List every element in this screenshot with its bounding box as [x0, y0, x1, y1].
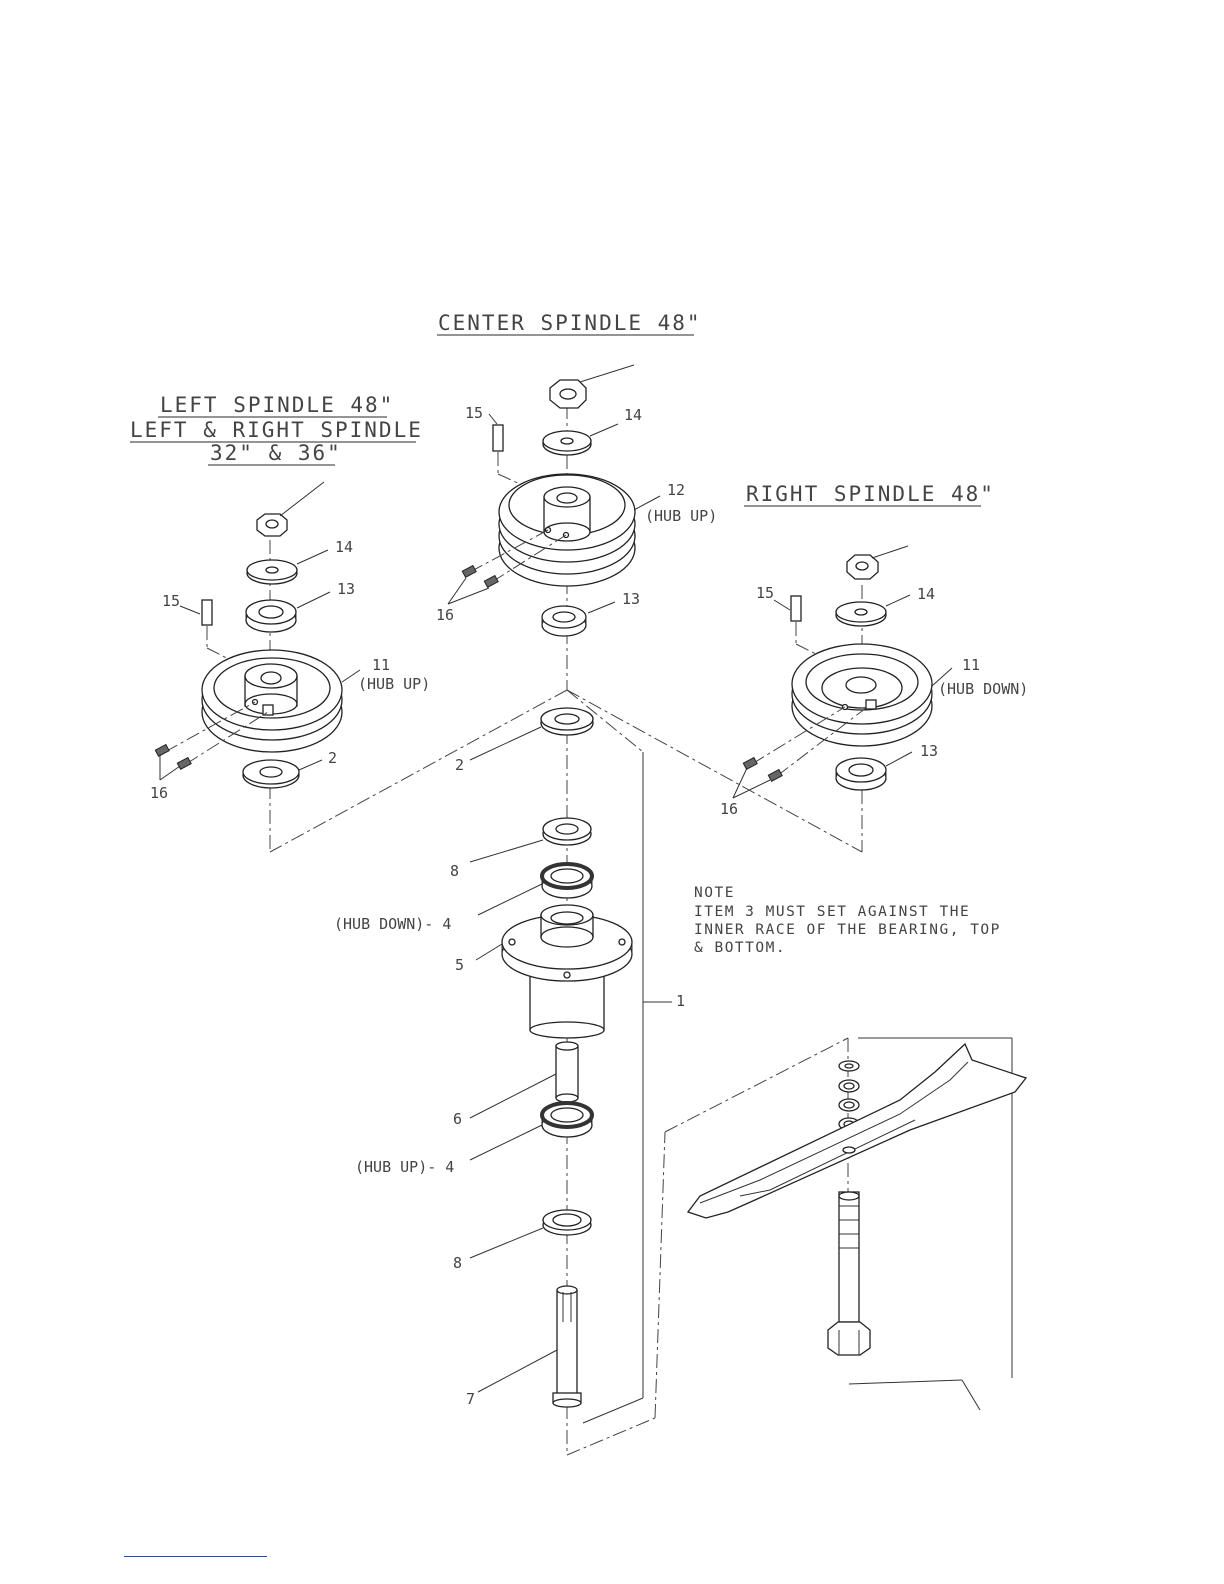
- shaft-icon: [553, 1286, 581, 1407]
- spacer-icon: [543, 818, 591, 845]
- callout-16: 16: [720, 800, 738, 818]
- housing-icon: [502, 905, 632, 1038]
- spacer-icon: [246, 600, 296, 632]
- left-spindle-title-1: LEFT SPINDLE 48": [160, 393, 394, 417]
- callout-8: 8: [453, 1254, 462, 1272]
- pulley-icon: [499, 474, 635, 586]
- callout-16: 16: [150, 784, 168, 802]
- right-spindle-title: RIGHT SPINDLE 48": [746, 482, 995, 506]
- callout-15: 15: [465, 404, 483, 422]
- washer-icon: [839, 1061, 859, 1130]
- callout-14: 14: [917, 585, 935, 603]
- center-spindle-title: CENTER SPINDLE 48": [438, 311, 702, 335]
- callout-11: 11: [962, 656, 980, 674]
- callout-2: 2: [328, 749, 337, 767]
- washer-icon: [247, 560, 297, 584]
- callout-11-hub: (HUB DOWN): [938, 680, 1028, 698]
- callout-6: 6: [453, 1110, 462, 1128]
- left-spindle-title-2: LEFT & RIGHT SPINDLE: [130, 418, 423, 442]
- nut-icon: [847, 555, 878, 579]
- left-spindle-title-3: 32" & 36": [210, 441, 342, 465]
- spacer-tube-icon: [556, 1042, 578, 1102]
- callout-2: 2: [455, 756, 464, 774]
- center-spindle-lower-assembly: 2 8 (HUB DOWN)- 4: [334, 708, 685, 1408]
- spacer-icon: [836, 758, 886, 790]
- right-spindle-assembly: 14 15 11 (HUB DOWN) 16: [720, 546, 1028, 852]
- note-heading: NOTE: [694, 885, 735, 901]
- note-line-2: INNER RACE OF THE BEARING, TOP: [694, 922, 1001, 938]
- note-line-1: ITEM 3 MUST SET AGAINST THE: [694, 904, 970, 920]
- spacer-icon: [542, 606, 586, 636]
- callout-13: 13: [920, 742, 938, 760]
- spacer-icon: [543, 1210, 591, 1235]
- callout-11: 11: [372, 656, 390, 674]
- left-spindle-assembly: 14 13 15 11 (HUB: [150, 482, 430, 852]
- nut-icon: [550, 380, 586, 408]
- key-icon: [791, 596, 801, 621]
- callout-8: 8: [450, 862, 459, 880]
- washer-icon: [541, 708, 593, 735]
- bearing-icon: [542, 864, 592, 898]
- callout-1: 1: [676, 992, 685, 1010]
- callout-5: 5: [455, 956, 464, 974]
- callout-14: 14: [624, 406, 642, 424]
- washer-icon: [543, 431, 591, 455]
- callout-11-hub: (HUB UP): [358, 675, 430, 693]
- callout-7: 7: [466, 1390, 475, 1408]
- footer-link-underline[interactable]: [124, 1556, 267, 1557]
- washer-icon: [836, 602, 886, 626]
- callout-4-hub-down: (HUB DOWN)- 4: [334, 915, 451, 933]
- note-block: NOTE ITEM 3 MUST SET AGAINST THE INNER R…: [694, 885, 1001, 956]
- callout-4-hub-up: (HUB UP)- 4: [355, 1158, 454, 1176]
- callout-14: 14: [335, 538, 353, 556]
- washer-icon: [243, 760, 299, 788]
- center-spindle-upper-assembly: 14 15 12 (HUB UP): [436, 365, 717, 690]
- nut-icon: [257, 514, 287, 536]
- bearing-icon: [542, 1103, 592, 1137]
- bolt-icon: [828, 1192, 870, 1355]
- pulley-icon: [202, 650, 342, 752]
- callout-13: 13: [337, 580, 355, 598]
- callout-15: 15: [162, 592, 180, 610]
- callout-15: 15: [756, 584, 774, 602]
- callout-16: 16: [436, 606, 454, 624]
- key-icon: [202, 600, 212, 625]
- callout-13: 13: [622, 590, 640, 608]
- key-icon: [493, 425, 503, 451]
- callout-12-hub: (HUB UP): [645, 507, 717, 525]
- note-line-3: & BOTTOM.: [694, 940, 786, 956]
- pulley-icon: [792, 644, 932, 746]
- callout-12: 12: [667, 481, 685, 499]
